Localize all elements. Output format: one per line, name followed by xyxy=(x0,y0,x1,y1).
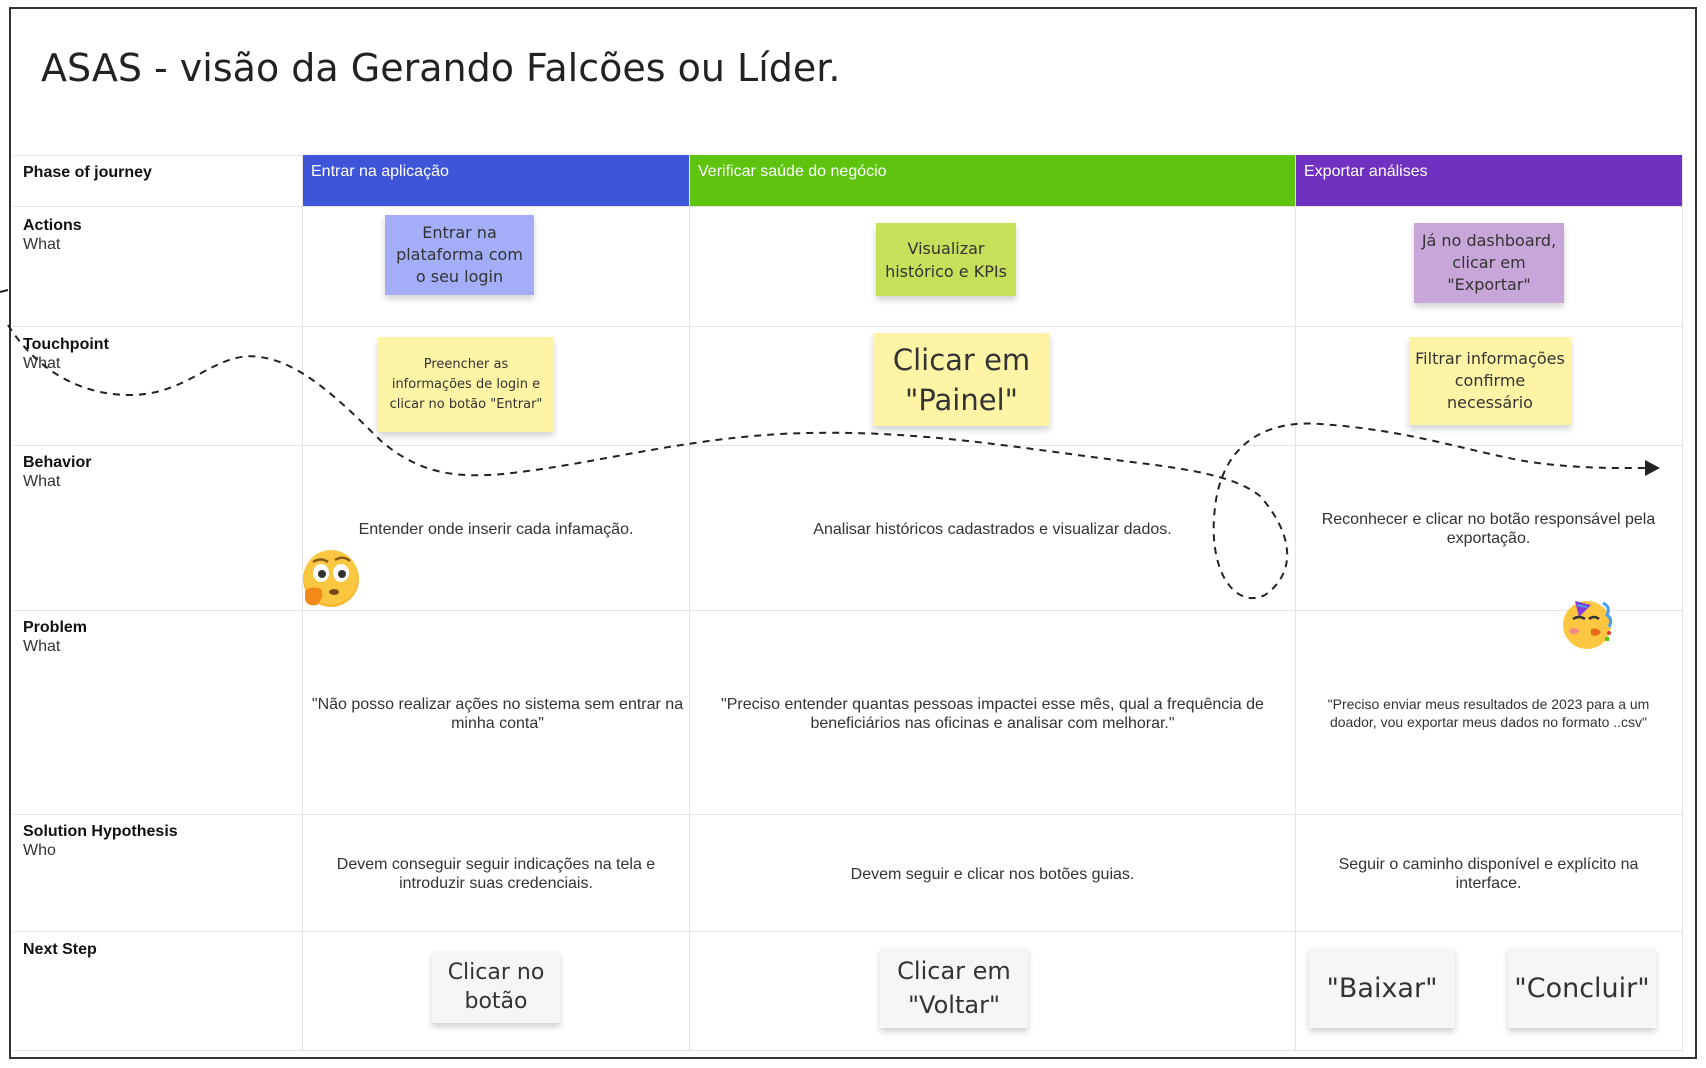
sticky-action-login[interactable]: Entrar na plataforma com o seu login xyxy=(385,215,534,295)
thinking-face-icon xyxy=(301,549,361,609)
behavior-text-enter: Entender onde inserir cada infamação. xyxy=(358,521,634,538)
solution-text-enter: Devem conseguir seguir indicações na tel… xyxy=(336,856,656,892)
page-title: ASAS - visão da Gerando Falcões ou Líder… xyxy=(41,46,841,90)
sticky-next-download[interactable]: "Baixar" xyxy=(1309,948,1455,1028)
grid-line xyxy=(1295,155,1296,1050)
grid-line xyxy=(13,610,1683,611)
grid-line xyxy=(302,155,303,1050)
sticky-touchpoint-filter[interactable]: Filtrar informações confirme necessário xyxy=(1409,337,1571,425)
sticky-action-export[interactable]: Já no dashboard, clicar em "Exportar" xyxy=(1414,223,1564,303)
solution-text-health: Devem seguir e clicar nos botões guias. xyxy=(850,866,1135,883)
grid-line xyxy=(13,931,1683,932)
grid-line xyxy=(689,155,690,1050)
grid-line xyxy=(1682,155,1683,1050)
sticky-next-back[interactable]: Clicar em "Voltar" xyxy=(880,948,1028,1028)
sticky-touchpoint-login[interactable]: Preencher as informações de login e clic… xyxy=(378,337,554,432)
row-label-phase: Phase of journey xyxy=(23,164,152,181)
problem-text-export: "Preciso enviar meus resultados de 2023 … xyxy=(1327,696,1650,730)
phase-header-export: Exportar análises xyxy=(1296,155,1682,206)
grid-line xyxy=(13,1050,1683,1051)
sticky-next-click-button[interactable]: Clicar no botão xyxy=(432,951,560,1023)
row-label-next-step: Next Step xyxy=(23,941,97,958)
phase-header-health: Verificar saúde do negócio xyxy=(690,155,1295,206)
grid-line xyxy=(13,326,1683,327)
behavior-text-export: Reconhecer e clicar no botão responsável… xyxy=(1321,511,1656,547)
party-face-icon xyxy=(1561,597,1615,651)
phase-header-enter: Entrar na aplicação xyxy=(303,155,689,206)
grid-line xyxy=(13,445,1683,446)
problem-text-health: "Preciso entender quantas pessoas impact… xyxy=(721,696,1264,732)
solution-text-export: Seguir o caminho disponível e explícito … xyxy=(1338,856,1639,892)
grid-line xyxy=(13,206,1683,207)
problem-text-enter: "Não posso realizar ações no sistema sem… xyxy=(311,696,684,732)
grid-line xyxy=(13,814,1683,815)
sticky-touchpoint-panel[interactable]: Clicar em "Painel" xyxy=(873,333,1050,426)
behavior-text-health: Analisar históricos cadastrados e visual… xyxy=(813,521,1172,538)
sticky-next-finish[interactable]: "Concluir" xyxy=(1508,948,1656,1028)
sticky-action-kpis[interactable]: Visualizar histórico e KPIs xyxy=(876,223,1016,296)
